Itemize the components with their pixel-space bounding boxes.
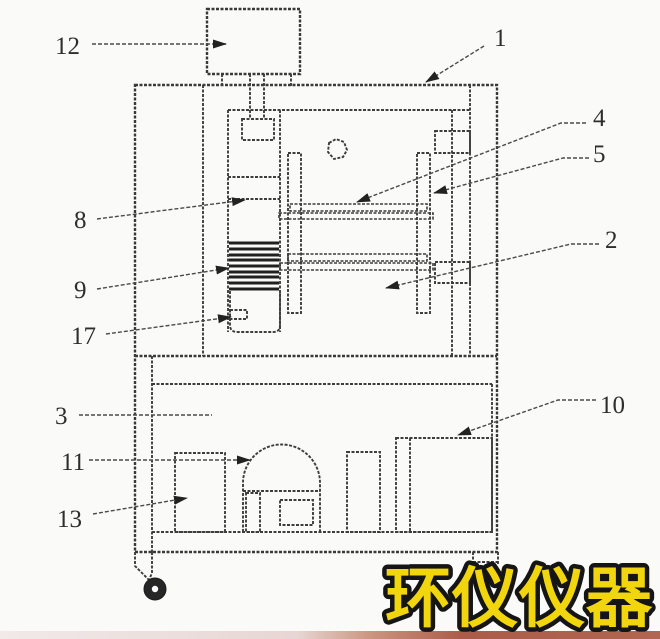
part-label-12: 12 bbox=[55, 33, 80, 60]
top-motor-assembly bbox=[205, 7, 302, 141]
lower-shaft-bar bbox=[287, 253, 428, 262]
leader-line-4 bbox=[356, 122, 586, 203]
right-step-block-upper bbox=[434, 130, 471, 154]
pump-unit-11 bbox=[242, 443, 321, 533]
part-label-4: 4 bbox=[593, 105, 606, 132]
cabinet-box-13 bbox=[174, 452, 226, 533]
pump-inner-window bbox=[279, 499, 314, 526]
cabinet-frame bbox=[133, 83, 499, 554]
part-label-11: 11 bbox=[61, 449, 85, 476]
legs-and-casters bbox=[134, 552, 499, 601]
lower-shaft-rod bbox=[279, 262, 434, 271]
part-labels: 12 1 4 5 2 8 9 17 3 11 13 10 bbox=[55, 25, 625, 533]
pump-dome bbox=[242, 443, 321, 532]
chamber-internals bbox=[278, 130, 471, 314]
leader-lines bbox=[79, 39, 599, 515]
compressor-outline bbox=[395, 437, 493, 533]
upper-shaft-bar bbox=[289, 203, 428, 212]
leader-line-2 bbox=[385, 243, 599, 290]
right-step-block-lower bbox=[434, 261, 471, 284]
part-label-9: 9 bbox=[74, 277, 87, 304]
coupling-box bbox=[241, 118, 275, 141]
left-disc-plate bbox=[287, 152, 302, 314]
right-disc-plate bbox=[416, 152, 431, 314]
leader-line-10 bbox=[457, 399, 596, 436]
part-label-1: 1 bbox=[494, 25, 507, 52]
top-motor-box bbox=[205, 7, 302, 76]
sensor-box-17 bbox=[229, 309, 248, 320]
leader-line-9 bbox=[96, 265, 230, 290]
pump-inner-slot bbox=[245, 492, 261, 533]
part-label-5: 5 bbox=[593, 141, 606, 168]
leader-line-5 bbox=[433, 157, 589, 194]
leader-line-13 bbox=[92, 495, 188, 515]
left-leg bbox=[134, 552, 153, 581]
vent-hole bbox=[327, 137, 349, 161]
brand-watermark-text: 环仪仪器 bbox=[385, 560, 653, 637]
leader-line-1 bbox=[425, 45, 485, 83]
part-label-8: 8 bbox=[74, 207, 87, 234]
part-label-13: 13 bbox=[57, 506, 82, 533]
column-bottom-housing bbox=[229, 291, 281, 333]
part-label-10: 10 bbox=[600, 392, 625, 419]
leader-line-17 bbox=[105, 314, 232, 335]
part-label-2: 2 bbox=[605, 227, 618, 254]
compressor-box-10 bbox=[395, 437, 493, 533]
spring-stack bbox=[229, 241, 279, 291]
bottom-edge-strip bbox=[0, 631, 660, 639]
upper-shaft-rod bbox=[278, 212, 434, 220]
left-inner-column bbox=[228, 176, 281, 333]
stand-box bbox=[346, 451, 381, 533]
caster-hub-left bbox=[151, 585, 159, 593]
leader-line-8 bbox=[96, 197, 246, 220]
outer-frame bbox=[133, 83, 499, 554]
part-label-3: 3 bbox=[55, 403, 68, 430]
right-leg bbox=[472, 552, 499, 565]
part-label-17: 17 bbox=[71, 323, 96, 350]
lower-compartment bbox=[174, 437, 493, 533]
